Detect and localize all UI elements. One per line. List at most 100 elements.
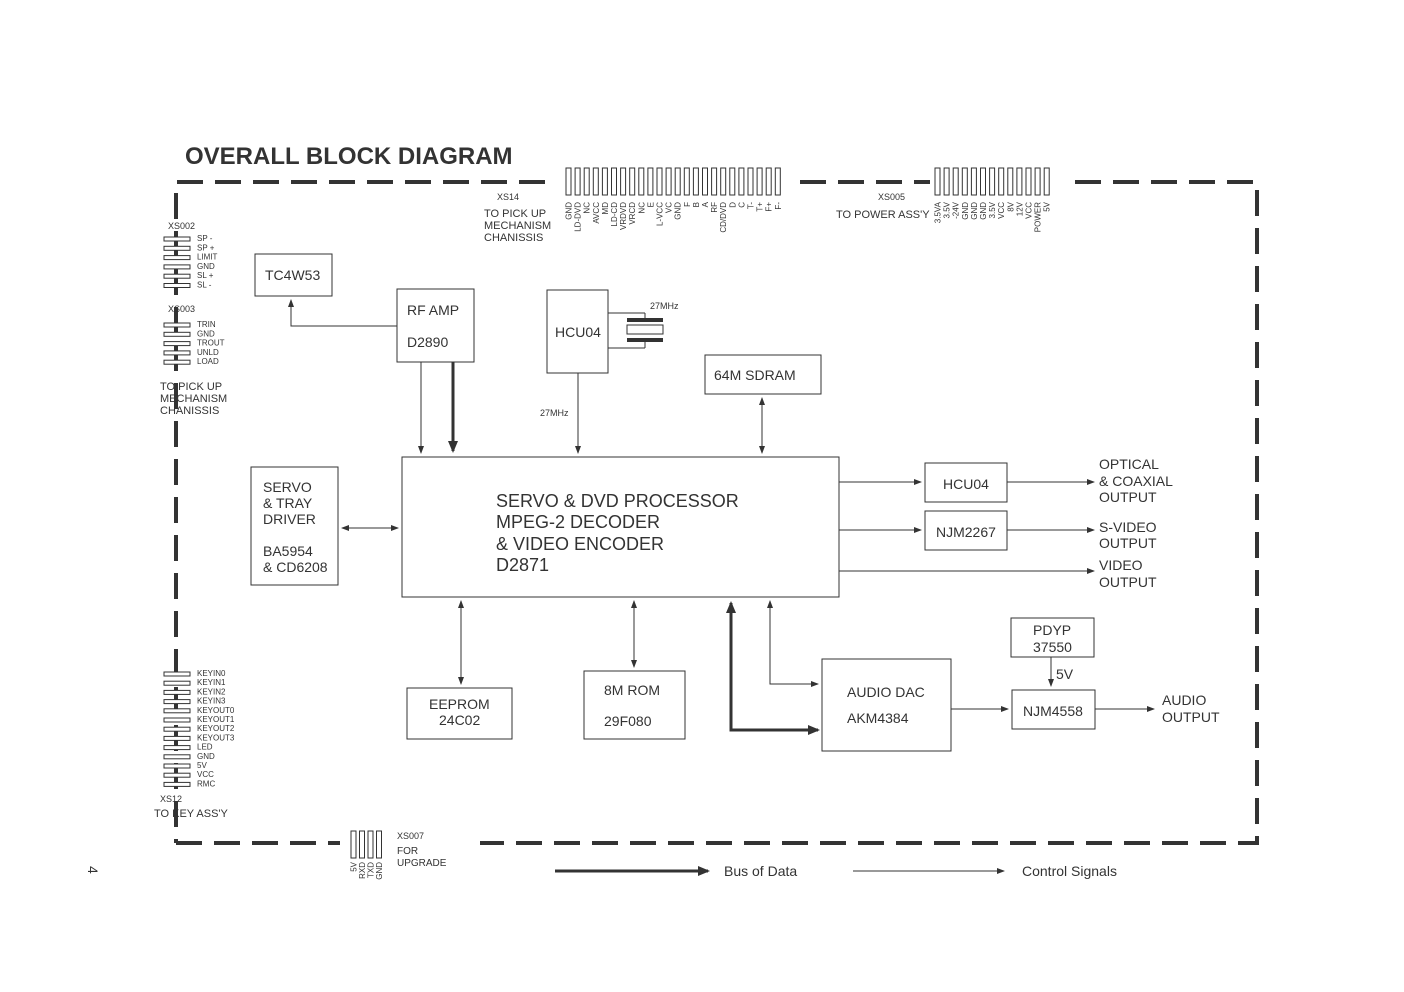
xs005-pin-block xyxy=(980,167,986,196)
xs14-pin-label: T- xyxy=(747,202,756,209)
xs12-pin-label: KEYIN1 xyxy=(197,678,226,687)
xs14-pin-block xyxy=(702,167,708,196)
xs003-pin xyxy=(163,359,191,365)
processor-line-1: SERVO & DVD PROCESSOR xyxy=(496,491,739,511)
xs003-pin xyxy=(163,322,191,328)
block-servo-driver: SERVO & TRAY DRIVER BA5954 & CD6208 xyxy=(250,466,339,586)
xs007-pin-label: GND xyxy=(375,862,384,880)
xs12-name: XS12 xyxy=(160,794,182,804)
audio-dac-part: AKM4384 xyxy=(847,710,909,726)
xs14-pin-label: CD/DVD xyxy=(719,202,728,233)
optical-output-line-2: & COAXIAL xyxy=(1099,473,1173,489)
xs14-pin-label: D xyxy=(728,202,737,208)
xs002-pin xyxy=(163,283,191,288)
xs14-desc-1: TO PICK UP xyxy=(484,208,546,220)
xs005-pin-block xyxy=(989,167,996,196)
xs12-pin xyxy=(163,726,191,732)
xs002-pin-label: SP - xyxy=(197,234,213,243)
xs14-pin-block xyxy=(592,167,599,196)
xs003-pin-label: UNLD xyxy=(197,348,219,357)
xs14-pin-label: F+ xyxy=(765,202,774,212)
xs14-pin-label: LD-DVD xyxy=(574,202,583,232)
xs005-pin-label: 12V xyxy=(1015,201,1024,216)
xs14-pin-block xyxy=(647,167,654,196)
xs14-pin-block xyxy=(711,167,718,196)
xs14-pin-label: AVCC xyxy=(592,202,601,224)
xs14-pin-label: NC xyxy=(637,202,646,214)
rf-amp-label: RF AMP xyxy=(407,302,459,318)
xs12-pin xyxy=(163,763,191,769)
xs14-desc-3: CHANISSIS xyxy=(484,232,543,244)
optical-output-line-3: OUTPUT xyxy=(1099,489,1157,505)
xs005-pin-block xyxy=(1043,167,1050,196)
block-audio-dac: AUDIO DAC AKM4384 xyxy=(821,658,952,752)
xs12-pin xyxy=(163,680,191,686)
xs005-pin-label: POWER xyxy=(1034,202,1043,232)
servo-driver-part-1: BA5954 xyxy=(263,543,313,559)
block-njm4558: NJM4558 xyxy=(1011,689,1096,730)
xs14-pin-label: RF xyxy=(710,202,719,213)
xs12-pin-label: VCC xyxy=(197,770,214,779)
servo-driver-line-2: & TRAY xyxy=(263,495,313,511)
xs007-pin-block xyxy=(367,830,374,859)
xs005-pin-label: 3.5V xyxy=(943,201,952,218)
njm4558-label: NJM4558 xyxy=(1023,703,1083,719)
xs002-pin-label: SL - xyxy=(197,281,212,290)
xs14-pin-label: VRCD xyxy=(628,202,637,225)
crystal-freq-label: 27MHz xyxy=(650,301,679,311)
xs12-pin xyxy=(163,708,191,714)
xs007-pin-label: TXD xyxy=(367,862,376,878)
xs14-pin-label: F- xyxy=(774,202,783,210)
diagram-title: OVERALL BLOCK DIAGRAM xyxy=(185,143,513,170)
xs003-pin xyxy=(163,350,191,356)
xs007-pin-blocks xyxy=(350,830,382,859)
xs14-pin-block xyxy=(774,167,781,196)
block-rom: 8M ROM 29F080 xyxy=(583,670,686,740)
xs14-pin-block xyxy=(611,167,617,196)
xs14-pin-label: A xyxy=(701,201,710,207)
xs005-pin-label: -24V xyxy=(952,201,961,219)
optical-output-line-1: OPTICAL xyxy=(1099,456,1159,472)
svideo-output-line-1: S-VIDEO xyxy=(1099,519,1157,535)
xs12-pin-label: LED xyxy=(197,743,213,752)
block-njm2267: NJM2267 xyxy=(924,510,1008,551)
xs12-pin xyxy=(163,735,191,741)
xs002-pin-label: SL + xyxy=(197,271,214,280)
xs002-pin-label: GND xyxy=(197,262,215,271)
xs14-name: XS14 xyxy=(497,192,519,202)
block-hcu04-oscillator: HCU04 xyxy=(546,289,609,374)
xs007-desc-1: FOR xyxy=(397,846,418,857)
xs005-pin-label: GND xyxy=(979,202,988,220)
svideo-output-line-2: OUTPUT xyxy=(1099,535,1157,551)
xs14-pin-label: MD xyxy=(601,202,610,215)
xs14-pin-block xyxy=(720,167,727,196)
block-hcu04-output: HCU04 xyxy=(924,462,1008,503)
crystal-27mhz: 27MHz xyxy=(608,301,679,349)
xs14-pin-block xyxy=(574,167,581,196)
xs002-name: XS002 xyxy=(168,221,195,231)
xs14-pin-label: NC xyxy=(583,202,592,214)
processor-part: D2871 xyxy=(496,555,549,575)
xs12-pin xyxy=(163,781,191,787)
xs002-pin xyxy=(163,255,191,261)
xs14-pin-label: E xyxy=(646,202,655,207)
xs002-pin xyxy=(163,245,191,251)
supply-5v-label: 5V xyxy=(1056,666,1074,682)
xs003-pin xyxy=(163,341,191,347)
eeprom-label: EEPROM xyxy=(429,696,490,712)
xs005-pin-blocks xyxy=(934,167,1050,196)
xs14-pin-label: T+ xyxy=(756,202,765,212)
xs005-pin-block xyxy=(970,167,977,196)
xs14-pin-label: C xyxy=(737,202,746,208)
xs12-pin xyxy=(163,671,191,677)
xs003-desc-3: CHANISSIS xyxy=(160,405,219,417)
connections: 27MHz 5V xyxy=(288,299,1155,735)
xs007-pin-block xyxy=(350,830,357,859)
xs12-pin xyxy=(163,689,191,695)
